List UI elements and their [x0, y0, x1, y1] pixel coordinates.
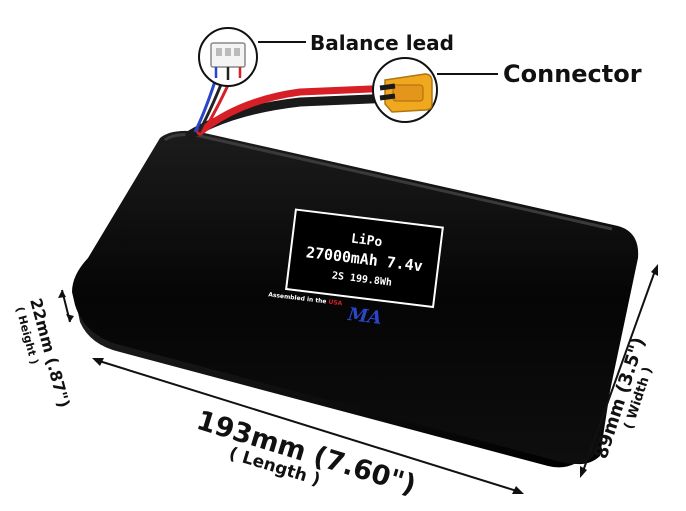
brand-logo: MA [346, 304, 383, 329]
label-chemistry: LiPo [350, 232, 383, 251]
label-frame [285, 208, 444, 309]
red-wire [196, 84, 399, 136]
balance-lead-callout: Balance lead [310, 31, 454, 55]
origin-country: USA [328, 299, 343, 308]
battery-side [75, 262, 632, 468]
balance-pin [234, 48, 240, 56]
length-arrow [95, 359, 521, 493]
connector-wire-ends [379, 83, 396, 101]
connector-callout: Connector [503, 60, 642, 88]
balance-pin [216, 48, 222, 56]
connector-face [392, 84, 424, 102]
balance-pin [225, 48, 231, 56]
battery-label: LiPo 27000mAh 7.4v 2S 199.8Wh [285, 208, 444, 309]
width-arrow [581, 267, 657, 475]
battery-highlight [164, 133, 613, 231]
